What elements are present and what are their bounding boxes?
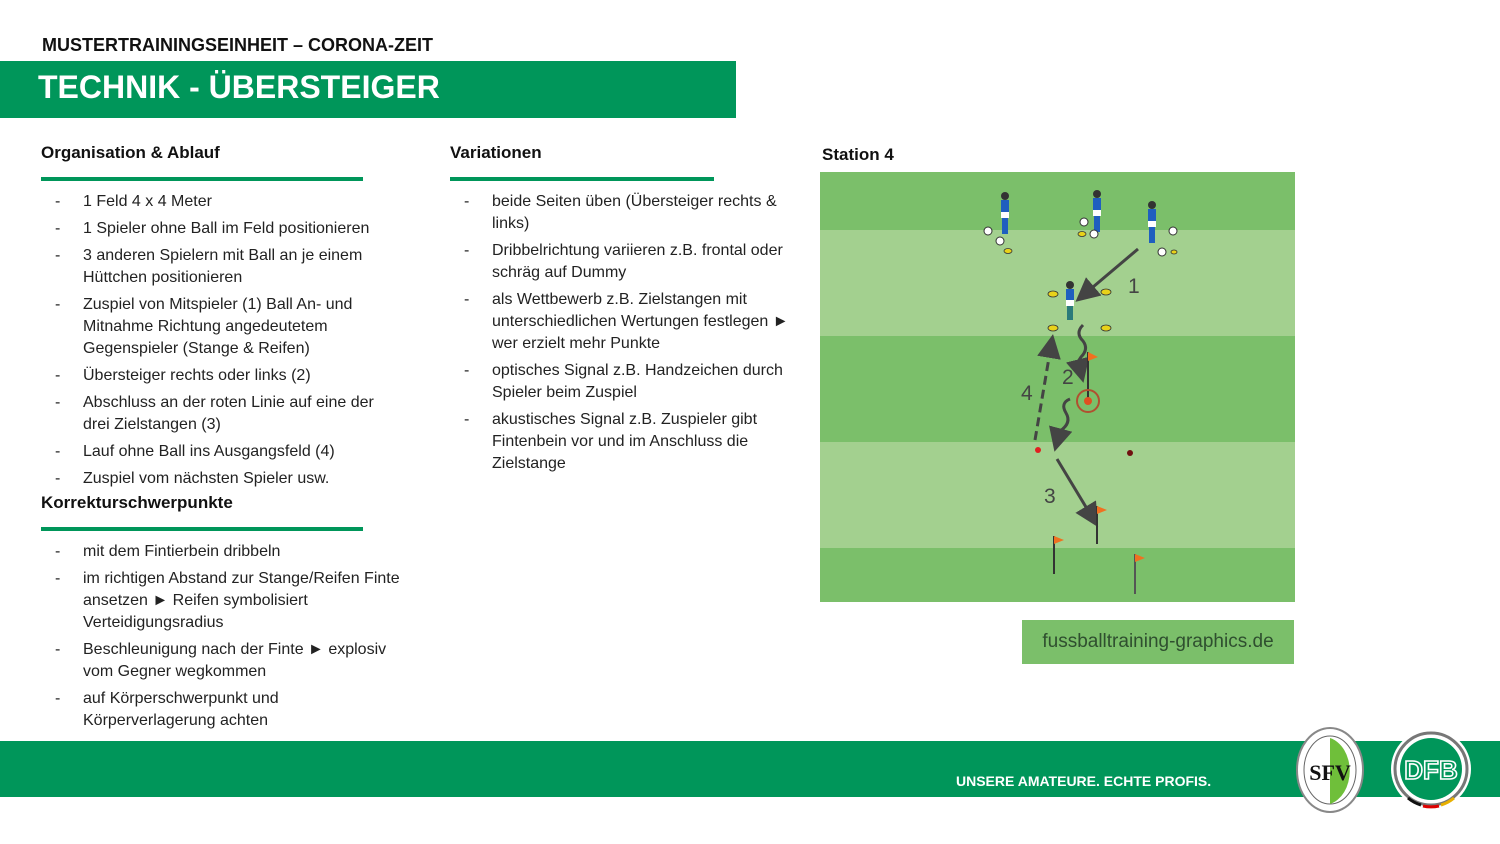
dfb-logo-text: DFB (1404, 755, 1457, 785)
red-cone (1127, 450, 1133, 456)
list-item: Lauf ohne Ball ins Ausgangsfeld (4) (41, 441, 401, 463)
pole-with-ring (1076, 352, 1100, 413)
player-icon (1001, 192, 1009, 234)
variationen-list: beide Seiten üben (Übersteiger rechts & … (450, 191, 805, 475)
step-label-4: 4 (1021, 382, 1033, 405)
page-title: TECHNIK - ÜBERSTEIGER (38, 69, 440, 105)
korrektur-heading: Korrekturschwerpunkte (41, 493, 233, 512)
player-icon (1093, 190, 1101, 232)
list-item: Abschluss an der roten Linie auf eine de… (41, 392, 401, 436)
list-item: Zuspiel vom nächsten Spieler usw. (41, 468, 401, 490)
credit-link: fussballtraining-graphics.de (1022, 620, 1294, 664)
title-bar: TECHNIK - ÜBERSTEIGER (0, 61, 736, 118)
cone-icons (1003, 231, 1178, 332)
organisation-list: 1 Feld 4 x 4 Meter 1 Spieler ohne Ball im… (41, 191, 401, 490)
field-stripe (820, 442, 1295, 548)
red-cone (1035, 447, 1041, 453)
training-field-diagram: 1 2 3 4 (820, 172, 1295, 602)
player-icon (1148, 201, 1156, 243)
station-heading: Station 4 (822, 145, 894, 164)
list-item: 3 anderen Spielern mit Ball an je einem … (41, 245, 401, 289)
list-item: 1 Feld 4 x 4 Meter (41, 191, 401, 213)
target-pole-icon (1096, 506, 1107, 544)
organisation-section: Organisation & Ablauf 1 Feld 4 x 4 Meter… (41, 143, 401, 737)
list-item: auf Körperschwerpunkt und Körperverlager… (41, 688, 401, 732)
supertitle: MUSTERTRAININGSEINHEIT – CORONA-ZEIT (42, 35, 434, 55)
variationen-heading: Variationen (450, 143, 542, 162)
list-item: als Wettbewerb z.B. Zielstangen mit unte… (450, 289, 805, 355)
list-item: beide Seiten üben (Übersteiger rechts & … (450, 191, 805, 235)
player-icon (1066, 281, 1074, 320)
organisation-heading: Organisation & Ablauf (41, 143, 220, 162)
list-item: Dribbelrichtung variieren z.B. frontal o… (450, 240, 805, 284)
field-stripe (820, 230, 1295, 336)
variationen-section: Variationen beide Seiten üben (Übersteig… (450, 143, 805, 480)
list-item: Übersteiger rechts oder links (2) (41, 365, 401, 387)
list-item: im richtigen Abstand zur Stange/Reifen F… (41, 568, 401, 634)
divider (41, 527, 363, 531)
list-item: mit dem Fintierbein dribbeln (41, 541, 401, 563)
korrektur-list: mit dem Fintierbein dribbeln im richtigen… (41, 541, 401, 732)
slogan: UNSERE AMATEURE. ECHTE PROFIS. (956, 773, 1212, 789)
shot-arrow (1055, 458, 1099, 528)
target-pole-icon (1134, 554, 1145, 594)
dribble-arrow (1065, 323, 1090, 383)
dfb-logo: DFB (1391, 729, 1471, 809)
sfv-logo-text: SFV (1309, 760, 1351, 785)
divider (41, 177, 363, 181)
step-label-1: 1 (1128, 275, 1140, 298)
list-item: Beschleunigung nach der Finte ► explosiv… (41, 639, 401, 683)
list-item: 1 Spieler ohne Ball im Feld positioniere… (41, 218, 401, 240)
dribble-arrow (1049, 397, 1073, 452)
footer-bar: UNSERE AMATEURE. ECHTE PROFIS. (0, 741, 1500, 797)
run-arrow (1033, 334, 1061, 441)
target-pole-icon (1053, 536, 1064, 574)
list-item: akustisches Signal z.B. Zuspieler gibt F… (450, 409, 805, 475)
sfv-logo: SFV (1296, 727, 1364, 813)
divider (450, 177, 714, 181)
list-item: optisches Signal z.B. Handzeichen durch … (450, 360, 805, 404)
list-item: Zuspiel von Mitspieler (1) Ball An- und … (41, 294, 401, 360)
ball-icons (983, 217, 1178, 257)
step-label-3: 3 (1044, 485, 1056, 508)
pass-arrow (1075, 247, 1139, 302)
step-label-2: 2 (1062, 366, 1074, 389)
